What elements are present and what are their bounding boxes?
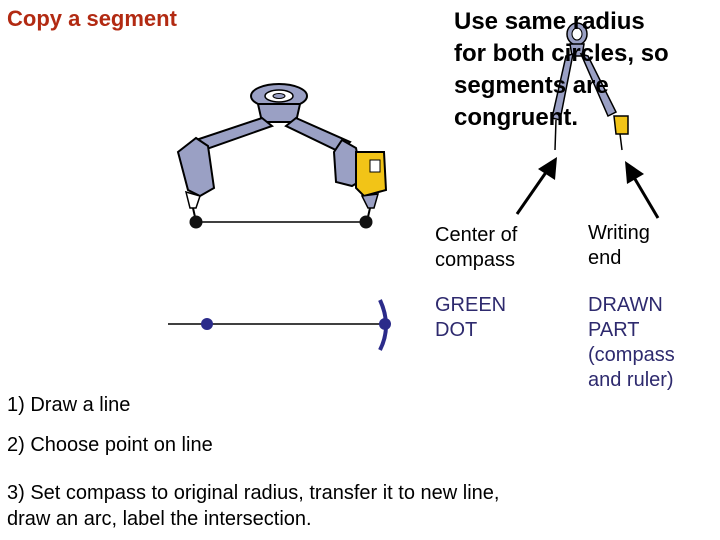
small-compass-icon bbox=[551, 22, 629, 151]
intersection-point bbox=[379, 318, 391, 330]
table-cell-green-dot: GREEN DOT bbox=[435, 294, 507, 341]
table-cell-center-label: Center of compass bbox=[435, 224, 518, 271]
segment-endpoint-right bbox=[359, 215, 373, 229]
step-3: 3) Set compass to original radius, trans… bbox=[7, 482, 500, 530]
congruence-note: Use same radius for both circles, so seg… bbox=[454, 8, 669, 131]
step-1: 1) Draw a line bbox=[7, 394, 131, 416]
arrow-to-center-icon bbox=[515, 157, 557, 215]
large-compass-icon bbox=[176, 83, 388, 218]
table-cell-writing-label: Writing end bbox=[588, 222, 650, 269]
table-cell-drawn-part: DRAWN PART (compass and ruler) bbox=[588, 294, 675, 391]
segment-endpoint-left bbox=[189, 215, 203, 229]
chosen-point bbox=[201, 318, 213, 330]
page-title: Copy a segment bbox=[7, 6, 177, 31]
step-2: 2) Choose point on line bbox=[7, 434, 213, 456]
arrow-to-writing-end-icon bbox=[625, 161, 660, 219]
